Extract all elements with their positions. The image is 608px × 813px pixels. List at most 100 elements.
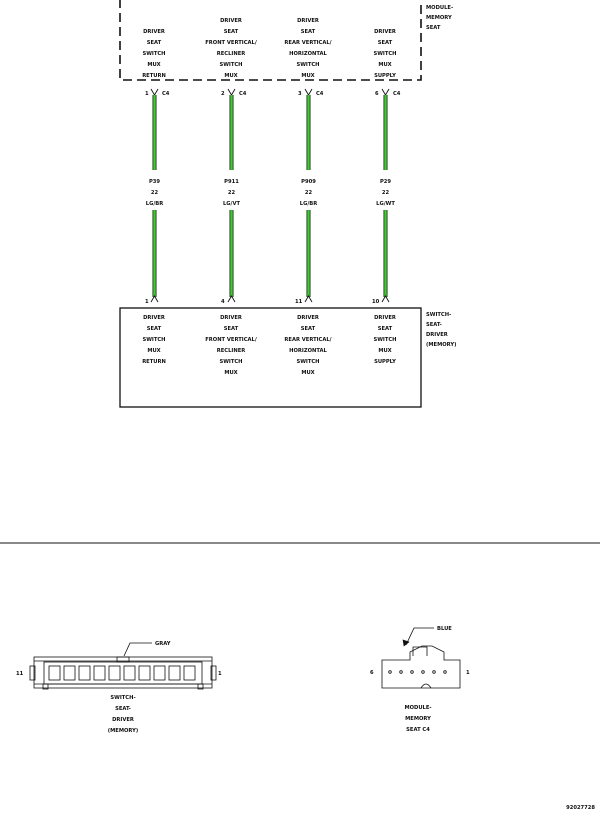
color-label-leader bbox=[123, 642, 152, 657]
module-function-text: DRIVER bbox=[143, 29, 165, 35]
switch-pin-number: 11 bbox=[295, 299, 303, 305]
switch-name-line: (MEMORY) bbox=[426, 342, 457, 348]
connector-left-latch bbox=[29, 665, 36, 681]
connector-tab bbox=[197, 683, 204, 690]
connector-name-line: DRIVER bbox=[112, 717, 134, 723]
connector-name-line: SEAT- bbox=[115, 706, 131, 712]
switch-name-line: DRIVER bbox=[426, 332, 448, 338]
pin-cavity bbox=[93, 665, 106, 681]
module-function-text: SUPPLY bbox=[374, 73, 396, 79]
switch-function-text: MUX bbox=[378, 348, 391, 354]
module-connector-name: MODULE- MEMORY SEAT C4 bbox=[404, 705, 431, 733]
pin-cavity bbox=[78, 665, 91, 681]
switch-name: SWITCH- SEAT- DRIVER (MEMORY) bbox=[426, 312, 457, 348]
switch-function-text: SEAT bbox=[301, 326, 316, 332]
wire-color: LG/BR bbox=[300, 201, 317, 207]
connector-latch bbox=[412, 646, 428, 656]
module-function-text: FRONT VERTICAL/ bbox=[205, 40, 257, 46]
module-column-2: DRIVER SEAT FRONT VERTICAL/ RECLINER SWI… bbox=[205, 18, 257, 79]
module-function-text: RECLINER bbox=[217, 51, 245, 57]
switch-connector-left-pin: 11 bbox=[16, 671, 24, 677]
pin-cavity bbox=[138, 665, 151, 681]
module-connector-left-pin: 6 bbox=[370, 670, 374, 676]
module-pin-connector: C4 bbox=[393, 91, 401, 97]
switch-function-text: FRONT VERTICAL/ bbox=[205, 337, 257, 343]
module-connector-right-pin: 1 bbox=[466, 670, 470, 676]
module-function-text: SWITCH bbox=[219, 62, 242, 68]
wire-circuit: P909 bbox=[301, 179, 316, 185]
module-column-1: DRIVER SEAT SWITCH MUX RETURN bbox=[142, 29, 166, 79]
switch-function-text: SEAT bbox=[147, 326, 162, 332]
pin-terminal-mark bbox=[227, 295, 236, 303]
pin-cavity bbox=[443, 670, 447, 674]
module-function-text: MUX bbox=[301, 73, 314, 79]
switch-function-text: SWITCH bbox=[373, 337, 396, 343]
module-function-text: SEAT bbox=[224, 29, 239, 35]
module-pin-number: 1 bbox=[145, 91, 149, 97]
module-function-text: SEAT bbox=[301, 29, 316, 35]
switch-seat-driver-box bbox=[119, 307, 422, 408]
switch-pin-number: 4 bbox=[221, 299, 225, 305]
wire-gauge: 22 bbox=[305, 190, 313, 196]
switch-connector-view bbox=[29, 642, 217, 690]
switch-column-3: DRIVER SEAT REAR VERTICAL/ HORIZONTAL SW… bbox=[284, 315, 331, 376]
pin-terminal-mark bbox=[381, 88, 390, 96]
switch-function-text: SUPPLY bbox=[374, 359, 396, 365]
leader-arrowhead bbox=[402, 639, 410, 647]
module-function-text: HORIZONTAL bbox=[289, 51, 327, 57]
connector-name-line: SEAT C4 bbox=[406, 727, 430, 733]
pin-terminal-mark bbox=[150, 295, 159, 303]
module-memory-seat-box bbox=[119, 0, 422, 81]
switch-function-text: MUX bbox=[147, 348, 160, 354]
pin-cavity bbox=[108, 665, 121, 681]
connector-arch bbox=[420, 683, 432, 689]
connector-name-line: MODULE- bbox=[404, 705, 431, 711]
pin-cavity bbox=[63, 665, 76, 681]
module-function-text: MUX bbox=[378, 62, 391, 68]
wire-labels: P39 22 LG/BR P911 22 LG/VT P909 22 LG/BR… bbox=[146, 179, 396, 207]
wire-gauge: 22 bbox=[151, 190, 159, 196]
wire-gauge: 22 bbox=[228, 190, 236, 196]
pin-terminal-mark bbox=[304, 88, 313, 96]
switch-pin-number: 1 bbox=[145, 299, 149, 305]
pin-cavity bbox=[410, 670, 414, 674]
switch-function-text: RECLINER bbox=[217, 348, 245, 354]
switch-function-text: SWITCH bbox=[219, 359, 242, 365]
connector-key bbox=[116, 656, 130, 663]
module-connector-view bbox=[381, 627, 461, 689]
module-name: MODULE- MEMORY SEAT bbox=[426, 5, 453, 31]
switch-column-1: DRIVER SEAT SWITCH MUX RETURN bbox=[142, 315, 166, 365]
switch-function-text: SEAT bbox=[224, 326, 239, 332]
figure-id: 92027728 bbox=[566, 805, 595, 811]
switch-function-text: DRIVER bbox=[220, 315, 242, 321]
switch-function-text: DRIVER bbox=[297, 315, 319, 321]
pin-cavity bbox=[432, 670, 436, 674]
wire-circuit: P39 bbox=[149, 179, 160, 185]
module-pin-number: 3 bbox=[298, 91, 302, 97]
pin-cavity bbox=[183, 665, 196, 681]
pin-cavity bbox=[168, 665, 181, 681]
module-name-line: MODULE- bbox=[426, 5, 453, 11]
connector-name-line: SWITCH- bbox=[110, 695, 135, 701]
wire-gauge: 22 bbox=[382, 190, 390, 196]
switch-name-line: SEAT- bbox=[426, 322, 442, 328]
pin-terminal-mark bbox=[381, 295, 390, 303]
connector-pins bbox=[388, 670, 447, 674]
module-function-text: MUX bbox=[224, 73, 237, 79]
module-pin-terminals bbox=[150, 88, 390, 96]
module-function-text: SWITCH bbox=[142, 51, 165, 57]
switch-function-text: MUX bbox=[224, 370, 237, 376]
connector-right-latch bbox=[210, 665, 217, 681]
switch-function-text: SWITCH bbox=[296, 359, 319, 365]
switch-connector-color: GRAY bbox=[155, 641, 171, 647]
module-pin-labels: 1 C4 2 C4 3 C4 6 C4 bbox=[145, 91, 401, 97]
switch-connector-name: SWITCH- SEAT- DRIVER (MEMORY) bbox=[108, 695, 139, 734]
module-function-text: REAR VERTICAL/ bbox=[284, 40, 331, 46]
connector-body-outline bbox=[381, 645, 461, 689]
module-function-text: RETURN bbox=[142, 73, 166, 79]
module-pin-number: 6 bbox=[375, 91, 379, 97]
switch-function-text: HORIZONTAL bbox=[289, 348, 327, 354]
switch-function-text: SEAT bbox=[378, 326, 393, 332]
pin-terminal-mark bbox=[150, 88, 159, 96]
module-name-line: SEAT bbox=[426, 25, 441, 31]
